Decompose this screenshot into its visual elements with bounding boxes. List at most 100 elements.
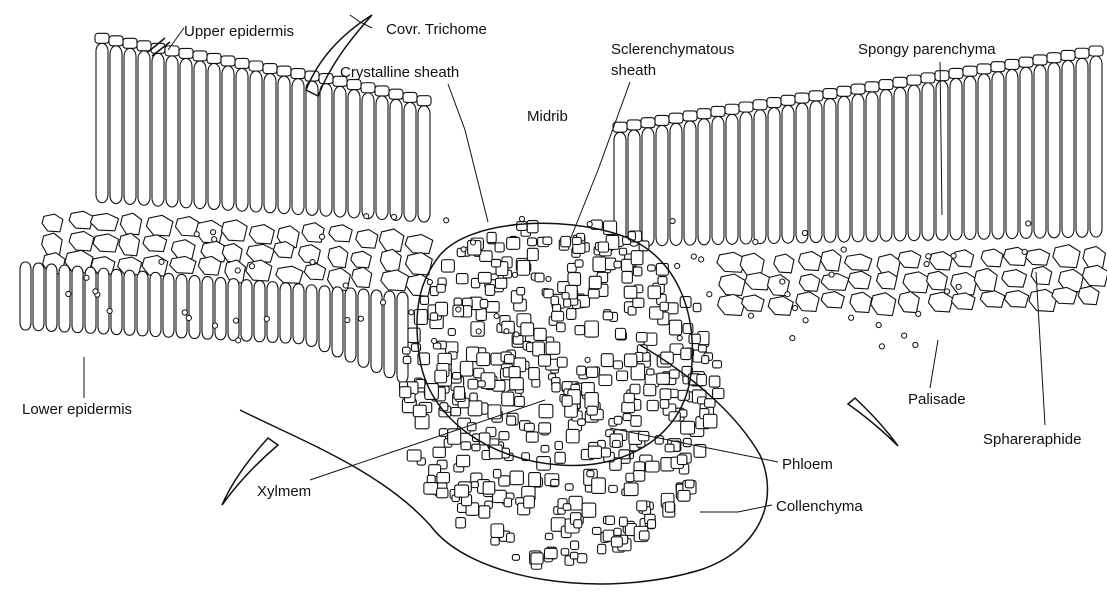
epidermal-cell bbox=[823, 89, 837, 99]
palisade-cell bbox=[880, 90, 892, 242]
midrib-cell bbox=[697, 374, 707, 385]
spongy-cell bbox=[850, 292, 872, 312]
sphaeraphide-crystal bbox=[310, 259, 315, 264]
midrib-cell bbox=[539, 404, 553, 417]
epidermal-cell bbox=[403, 92, 417, 102]
sphaeraphide-crystal bbox=[358, 316, 363, 321]
lower-palisade-cell bbox=[59, 265, 70, 332]
epidermal-cell bbox=[179, 48, 193, 58]
sphaeraphide-crystal bbox=[212, 237, 217, 242]
midrib-cell bbox=[592, 478, 606, 493]
sphaeraphide-crystal bbox=[444, 218, 449, 223]
sphaeraphide-crystal bbox=[182, 310, 187, 315]
sphaeraphide-crystal bbox=[926, 254, 931, 259]
midrib-cell bbox=[521, 323, 534, 336]
palisade-cell bbox=[894, 87, 906, 241]
sphaeraphide-crystal bbox=[707, 292, 712, 297]
palisade-cell bbox=[1090, 56, 1102, 237]
midrib-cell bbox=[495, 278, 506, 288]
sphaeraphide-crystal bbox=[913, 342, 918, 347]
sphaeraphide-crystal bbox=[792, 305, 797, 310]
midrib-cell bbox=[452, 373, 460, 380]
midrib-cell bbox=[582, 503, 596, 517]
label-spongy-parenchyma: Spongy parenchyma bbox=[858, 41, 996, 58]
epidermal-cell bbox=[795, 93, 809, 103]
midrib-cell bbox=[638, 431, 648, 440]
sphaeraphide-crystal bbox=[753, 239, 758, 244]
spongy-cell bbox=[1002, 270, 1027, 288]
midrib-cell bbox=[681, 348, 691, 359]
lower-palisade-cell bbox=[254, 281, 265, 342]
sphaeraphide-crystal bbox=[343, 283, 348, 288]
midrib-cell bbox=[647, 369, 654, 375]
palisade-cell bbox=[152, 53, 164, 206]
midrib-cell bbox=[507, 416, 516, 425]
palisade-cell bbox=[796, 103, 808, 243]
midrib-cell bbox=[539, 423, 551, 433]
midrib-cell bbox=[603, 312, 612, 320]
epidermal-cell bbox=[291, 69, 305, 79]
label-collenchyma: Collenchyma bbox=[776, 498, 863, 515]
spongy-cell bbox=[799, 274, 820, 291]
spongy-cell bbox=[221, 220, 247, 241]
midrib-cell bbox=[646, 461, 660, 472]
spongy-cell bbox=[69, 211, 93, 229]
midrib-cell bbox=[527, 248, 538, 260]
upper-palisade-layer bbox=[95, 33, 1103, 246]
spongy-cell bbox=[1031, 266, 1052, 284]
midrib-cell bbox=[512, 555, 519, 561]
spongy-cell bbox=[871, 293, 896, 316]
epidermal-cell bbox=[347, 80, 361, 90]
midrib-cell bbox=[468, 379, 478, 389]
epidermal-cell bbox=[781, 95, 795, 105]
midrib-cell bbox=[617, 371, 628, 381]
midrib-cell bbox=[588, 289, 599, 298]
lower-palisade-cell bbox=[176, 274, 187, 337]
epidermal-cell bbox=[221, 56, 235, 66]
sphaeraphide-crystal bbox=[494, 313, 499, 318]
midrib-cell bbox=[593, 257, 606, 272]
midrib-cell bbox=[587, 471, 594, 477]
spongy-cell bbox=[981, 249, 1003, 267]
label-palisade: Palisade bbox=[908, 391, 966, 408]
midrib-cell bbox=[598, 544, 606, 553]
midrib-cell bbox=[504, 498, 511, 507]
lower-palisade-cell bbox=[306, 285, 317, 347]
epidermal-cell bbox=[1019, 57, 1033, 67]
lower-palisade-cell bbox=[33, 263, 44, 331]
midrib-cell bbox=[502, 392, 514, 406]
midrib-cell bbox=[424, 483, 438, 495]
spongy-cell bbox=[719, 274, 745, 295]
sphaeraphide-crystal bbox=[785, 292, 790, 297]
spongy-cell bbox=[143, 235, 167, 252]
epidermal-cell bbox=[753, 100, 767, 110]
palisade-cell bbox=[908, 85, 920, 241]
epidermal-cell bbox=[375, 86, 389, 96]
sphaeraphide-crystal bbox=[675, 263, 680, 268]
lower-palisade-cell bbox=[397, 292, 408, 383]
midrib-cell bbox=[476, 309, 486, 321]
epidermal-cell bbox=[137, 41, 151, 51]
midrib-cell bbox=[614, 528, 621, 535]
midrib-cell bbox=[567, 309, 576, 320]
lower-palisade-cell bbox=[293, 284, 304, 344]
midrib-cell bbox=[551, 479, 559, 486]
sphaeraphide-crystal bbox=[93, 289, 98, 294]
midrib-cell bbox=[451, 408, 461, 416]
midrib-cell bbox=[575, 260, 583, 267]
palisade-cell bbox=[782, 105, 794, 243]
midrib-cell bbox=[507, 237, 520, 249]
palisade-cell bbox=[698, 119, 710, 245]
midrib-cell bbox=[622, 271, 632, 283]
midrib-cell bbox=[552, 311, 564, 321]
epidermal-cell bbox=[417, 96, 431, 106]
epidermal-cell bbox=[697, 109, 711, 119]
epidermal-cell bbox=[277, 66, 291, 76]
palisade-cell bbox=[922, 83, 934, 240]
lower-palisade-cell bbox=[228, 279, 239, 341]
palisade-cell bbox=[306, 81, 318, 215]
lower-palisade-cell bbox=[20, 262, 31, 330]
midrib-cell bbox=[626, 473, 634, 481]
midrib-cell bbox=[471, 482, 478, 488]
